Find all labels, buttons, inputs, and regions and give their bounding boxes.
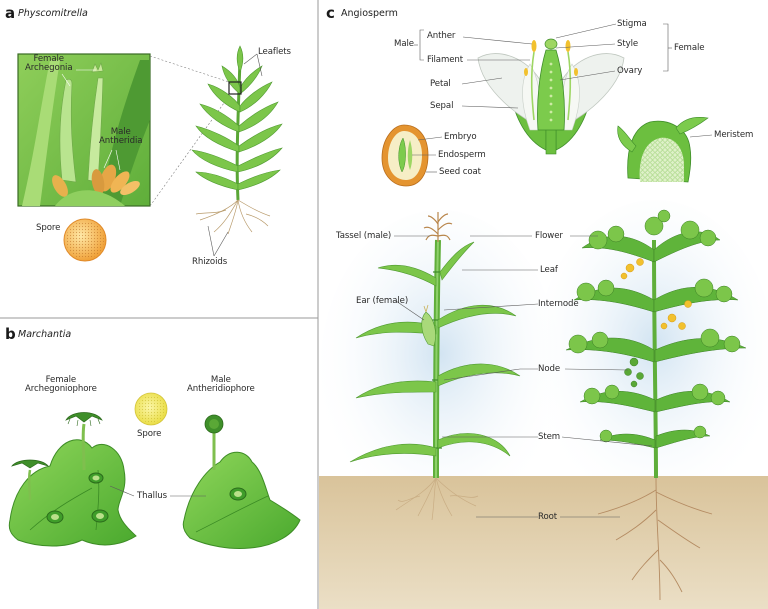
label-node: Node [538,365,560,374]
label-male: Male [394,40,414,49]
label-petal: Petal [430,80,451,89]
label-flower: Flower [535,232,563,241]
label-thallus: Thallus [137,492,167,501]
label-anther: Anther [427,32,455,41]
label-sepal: Sepal [430,102,453,111]
ground-and-sky [319,200,768,609]
panel-b-letter: b [5,327,16,342]
flower-cross-section [478,39,624,154]
seed-cross-section [382,125,428,186]
female-thallus [9,413,136,547]
panel-c-letter: c [326,6,335,21]
male-thallus [183,415,300,549]
label-filament: Filament [427,56,463,65]
panel-b-title: Marchantia [18,330,71,340]
meristem-cross-section [618,117,708,182]
label-tassel-male: Tassel (male) [336,232,391,241]
marchantia-spore [135,393,167,425]
label-root: Root [538,513,557,522]
label-ear-female: Ear (female) [356,297,408,306]
label-stem: Stem [538,433,560,442]
label-internode: Internode [538,300,579,309]
label-endosperm: Endosperm [438,151,486,160]
label-spore-a: Spore [36,224,60,233]
panel-c-title: Angiosperm [341,9,398,19]
label-meristem: Meristem [714,131,753,140]
label-rhizoids: Rhizoids [192,258,227,267]
label-ovary: Ovary [617,67,642,76]
label-male-antheridia: Male Antheridia [99,128,142,145]
label-spore-b: Spore [137,430,161,439]
label-stigma: Stigma [617,20,647,29]
label-female-archegoniophore: Female Archegoniophore [25,376,97,393]
panel-a-letter: a [5,6,15,21]
label-male-antheridiophore: Male Antheridiophore [187,376,255,393]
label-female-archegonia: Female Archegonia [25,55,73,72]
moss-spore [64,219,106,261]
panel-a-title: Physcomitrella [18,9,88,19]
moss-plant [192,46,282,234]
label-leaflets: Leaflets [258,48,291,57]
label-embryo: Embryo [444,133,477,142]
label-leaf: Leaf [540,266,558,275]
label-style: Style [617,40,638,49]
label-female: Female [674,44,704,53]
label-seed-coat: Seed coat [439,168,481,177]
